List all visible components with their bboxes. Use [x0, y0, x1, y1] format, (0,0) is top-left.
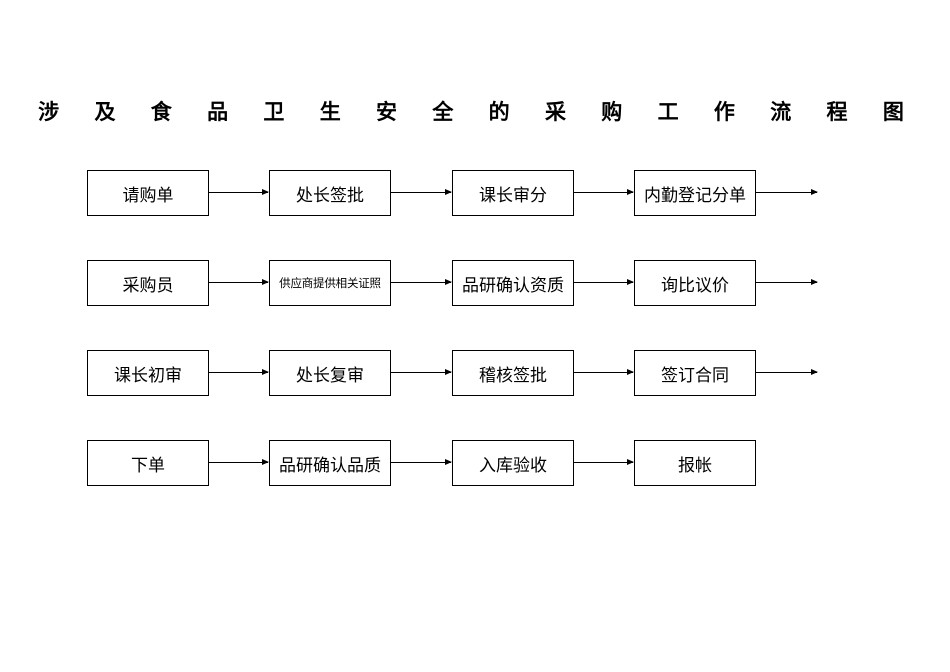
- flow-arrow: [209, 459, 269, 465]
- flow-step: 报帐: [634, 440, 756, 486]
- flow-step: 品研确认资质: [452, 260, 574, 306]
- flow-step: 采购员: [87, 260, 209, 306]
- flow-arrow: [574, 279, 634, 285]
- flow-step: 询比议价: [634, 260, 756, 306]
- flow-step: 内勤登记分单: [634, 170, 756, 216]
- flow-continuation-arrow: [756, 369, 818, 375]
- flow-step: 供应商提供相关证照: [269, 260, 391, 306]
- flow-step: 处长复审: [269, 350, 391, 396]
- flow-continuation-arrow: [756, 189, 818, 195]
- flow-arrow: [209, 369, 269, 375]
- flow-arrow: [391, 189, 452, 195]
- page-title: 涉 及 食 品 卫 生 安 全 的 采 购 工 作 流 程 图: [38, 99, 918, 124]
- flow-step: 签订合同: [634, 350, 756, 396]
- flow-arrow: [209, 189, 269, 195]
- flow-step: 请购单: [87, 170, 209, 216]
- flow-arrow: [391, 279, 452, 285]
- flow-arrow: [574, 189, 634, 195]
- flow-step: 下单: [87, 440, 209, 486]
- flow-arrow: [574, 369, 634, 375]
- flow-arrow: [391, 459, 452, 465]
- flow-step: 入库验收: [452, 440, 574, 486]
- flow-step: 课长审分: [452, 170, 574, 216]
- flow-step: 稽核签批: [452, 350, 574, 396]
- flow-step: 课长初审: [87, 350, 209, 396]
- flow-continuation-arrow: [756, 279, 818, 285]
- flow-step: 处长签批: [269, 170, 391, 216]
- flow-arrow: [574, 459, 634, 465]
- flow-arrow: [209, 279, 269, 285]
- flow-arrow: [391, 369, 452, 375]
- flow-step: 品研确认品质: [269, 440, 391, 486]
